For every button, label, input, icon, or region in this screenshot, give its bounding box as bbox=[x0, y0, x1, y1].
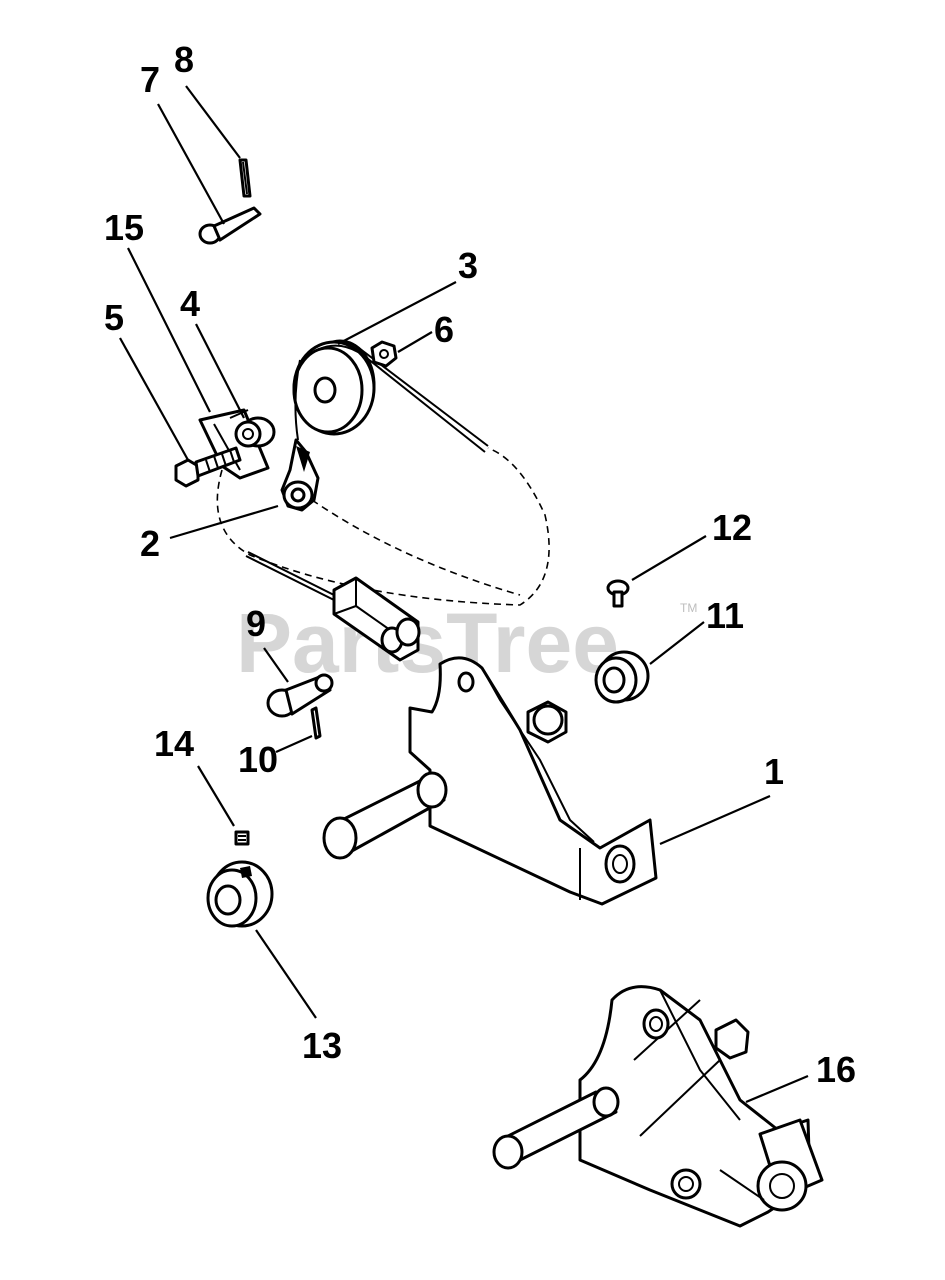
callout-12: 12 bbox=[712, 507, 752, 548]
callout-10: 10 bbox=[238, 739, 278, 780]
leader-lines bbox=[119, 85, 809, 1104]
watermark-text: PartsTree bbox=[236, 596, 619, 690]
part-collar-11 bbox=[594, 650, 650, 704]
callout-16: 16 bbox=[816, 1049, 856, 1090]
callout-9: 9 bbox=[246, 603, 266, 644]
callout-7: 7 bbox=[140, 59, 160, 100]
callout-15: 15 bbox=[104, 207, 144, 248]
callout-11: 11 bbox=[706, 595, 744, 636]
part-lever-2 bbox=[280, 438, 320, 512]
callout-4: 4 bbox=[180, 283, 200, 324]
belt-path-inner bbox=[311, 499, 521, 596]
part-setscrew-14 bbox=[234, 830, 250, 846]
belt-path bbox=[216, 447, 550, 606]
callout-8: 8 bbox=[174, 39, 194, 80]
part-bracket-16 bbox=[492, 985, 824, 1228]
callout-6: 6 bbox=[434, 309, 454, 350]
callout-14: 14 bbox=[154, 723, 194, 764]
callout-3: 3 bbox=[458, 245, 478, 286]
part-spacer-4 bbox=[234, 416, 276, 448]
part-nut-6 bbox=[370, 340, 398, 368]
part-main-bracket-1 bbox=[322, 656, 658, 906]
callout-13: 13 bbox=[302, 1025, 342, 1066]
part-pulley-3 bbox=[292, 339, 376, 436]
callouts: 8 7 15 4 5 3 6 2 12 11 9 10 14 13 1 16 bbox=[104, 39, 856, 1090]
callout-2: 2 bbox=[140, 523, 160, 564]
part-clevis-pin-7 bbox=[198, 206, 262, 245]
callout-1: 1 bbox=[764, 751, 784, 792]
part-cotter-pin-8 bbox=[238, 158, 252, 198]
part-collar-13 bbox=[206, 860, 274, 928]
part-screw-12 bbox=[606, 579, 630, 608]
part-cotter-pin-10 bbox=[310, 706, 322, 740]
watermark-tm: TM bbox=[680, 601, 697, 615]
part-clevis bbox=[245, 551, 421, 662]
callout-5: 5 bbox=[104, 297, 124, 338]
part-clevis-pin-9 bbox=[266, 673, 334, 718]
